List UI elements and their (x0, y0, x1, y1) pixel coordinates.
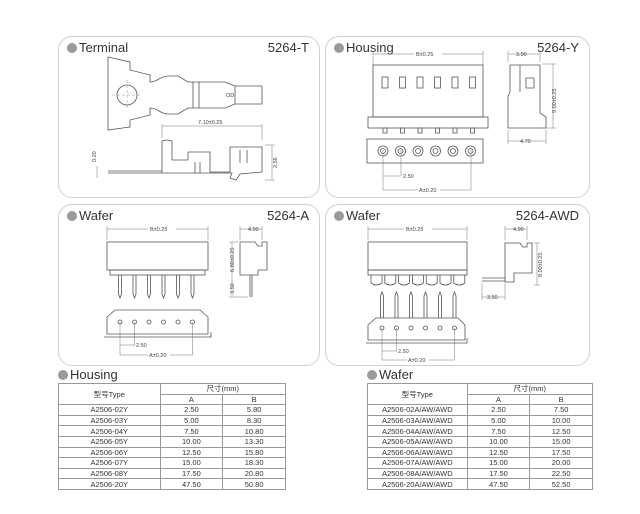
cell-type: A2506-02Y (58, 404, 161, 416)
cell-b: 7.50 (529, 404, 593, 416)
housing-panel: Housing 5264-Y (325, 36, 590, 198)
size-header: 尺寸(mm) (159, 383, 287, 395)
part-code: 5264-AWD (515, 208, 579, 223)
cell-type: A2506-07A/AW/AWD (367, 457, 468, 469)
cell-a: 47.50 (159, 478, 224, 490)
terminal-panel: Terminal 5264-T (58, 36, 320, 198)
cell-a: 10.00 (159, 435, 224, 448)
panel-title: Wafer (79, 208, 114, 223)
cell-type: A2506-06Y (58, 446, 161, 459)
wafer-awd-panel: Wafer 5264-AWD (325, 204, 590, 366)
cell-a: 5.00 (466, 414, 531, 427)
cell-a: 15.00 (466, 457, 531, 469)
cell-a: 15.00 (159, 457, 224, 469)
cell-b: 18.30 (222, 457, 286, 469)
cell-type: A2506-06A/AW/AWD (367, 446, 468, 459)
cell-b: 13.30 (222, 435, 286, 448)
col-b-header: B (222, 393, 286, 406)
col-a-header: A (466, 393, 531, 406)
panel-title: Housing (346, 40, 394, 55)
bullet-icon (334, 210, 344, 221)
cell-a: 17.50 (466, 467, 531, 480)
cell-type: A2506-03A/AW/AWD (367, 414, 468, 427)
cell-a: 47.50 (466, 478, 531, 490)
cell-a: 17.50 (159, 467, 224, 480)
cell-type: A2506-08A/AW/AWD (367, 467, 468, 480)
cell-b: 20.00 (529, 457, 593, 469)
cell-a: 10.00 (466, 435, 531, 448)
panel-title: Wafer (346, 208, 381, 223)
housing-table-heading: Housing (58, 367, 118, 382)
cell-type: A2506-04A/AW/AWD (367, 425, 468, 437)
cell-b: 15.80 (222, 446, 286, 459)
cell-b: 20.80 (222, 467, 286, 480)
cell-b: 8.30 (222, 414, 286, 427)
part-code: 5264-A (267, 208, 309, 223)
cell-a: 2.50 (159, 404, 224, 416)
cell-a: 7.50 (159, 425, 224, 437)
cell-b: 10.80 (222, 425, 286, 437)
cell-a: 5.00 (159, 414, 224, 427)
cell-b: 15.00 (529, 435, 593, 448)
size-header: 尺寸(mm) (466, 383, 594, 395)
bullet-icon (58, 369, 68, 380)
bullet-icon (367, 369, 377, 380)
wafer-a-panel: Wafer 5264-A (58, 204, 320, 366)
col-b-header: B (529, 393, 593, 406)
cell-type: A2506-20A/AW/AWD (367, 478, 468, 490)
cell-b: 50.80 (222, 478, 286, 490)
cell-a: 12.50 (159, 446, 224, 459)
part-code: 5264-Y (537, 40, 579, 55)
cell-b: 52.50 (529, 478, 593, 490)
cell-type: A2506-08Y (58, 467, 161, 480)
part-code: 5264-T (267, 40, 309, 55)
cell-type: A2506-05A/AW/AWD (367, 435, 468, 448)
cell-type: A2506-02A/AW/AWD (367, 404, 468, 416)
cell-a: 2.50 (466, 404, 531, 416)
cell-type: A2506-04Y (58, 425, 161, 437)
cell-a: 7.50 (466, 425, 531, 437)
cell-b: 17.50 (529, 446, 593, 459)
bullet-icon (334, 42, 344, 53)
section-title: Housing (70, 367, 118, 382)
cell-a: 12.50 (466, 446, 531, 459)
section-title: Wafer (379, 367, 414, 382)
cell-b: 5.80 (222, 404, 286, 416)
bullet-icon (67, 42, 77, 53)
cell-b: 22.50 (529, 467, 593, 480)
cell-type: A2506-05Y (58, 435, 161, 448)
type-header: 型号Type (367, 382, 468, 406)
cell-type: A2506-07Y (58, 457, 161, 469)
bullet-icon (67, 210, 77, 221)
col-a-header: A (159, 393, 224, 406)
cell-type: A2506-03Y (58, 414, 161, 427)
cell-b: 10.00 (529, 414, 593, 427)
cell-b: 12.50 (529, 425, 593, 437)
type-header: 型号Type (58, 382, 161, 406)
wafer-table-heading: Wafer (367, 367, 413, 382)
panel-title: Terminal (79, 40, 129, 55)
cell-type: A2506-20Y (58, 478, 161, 490)
